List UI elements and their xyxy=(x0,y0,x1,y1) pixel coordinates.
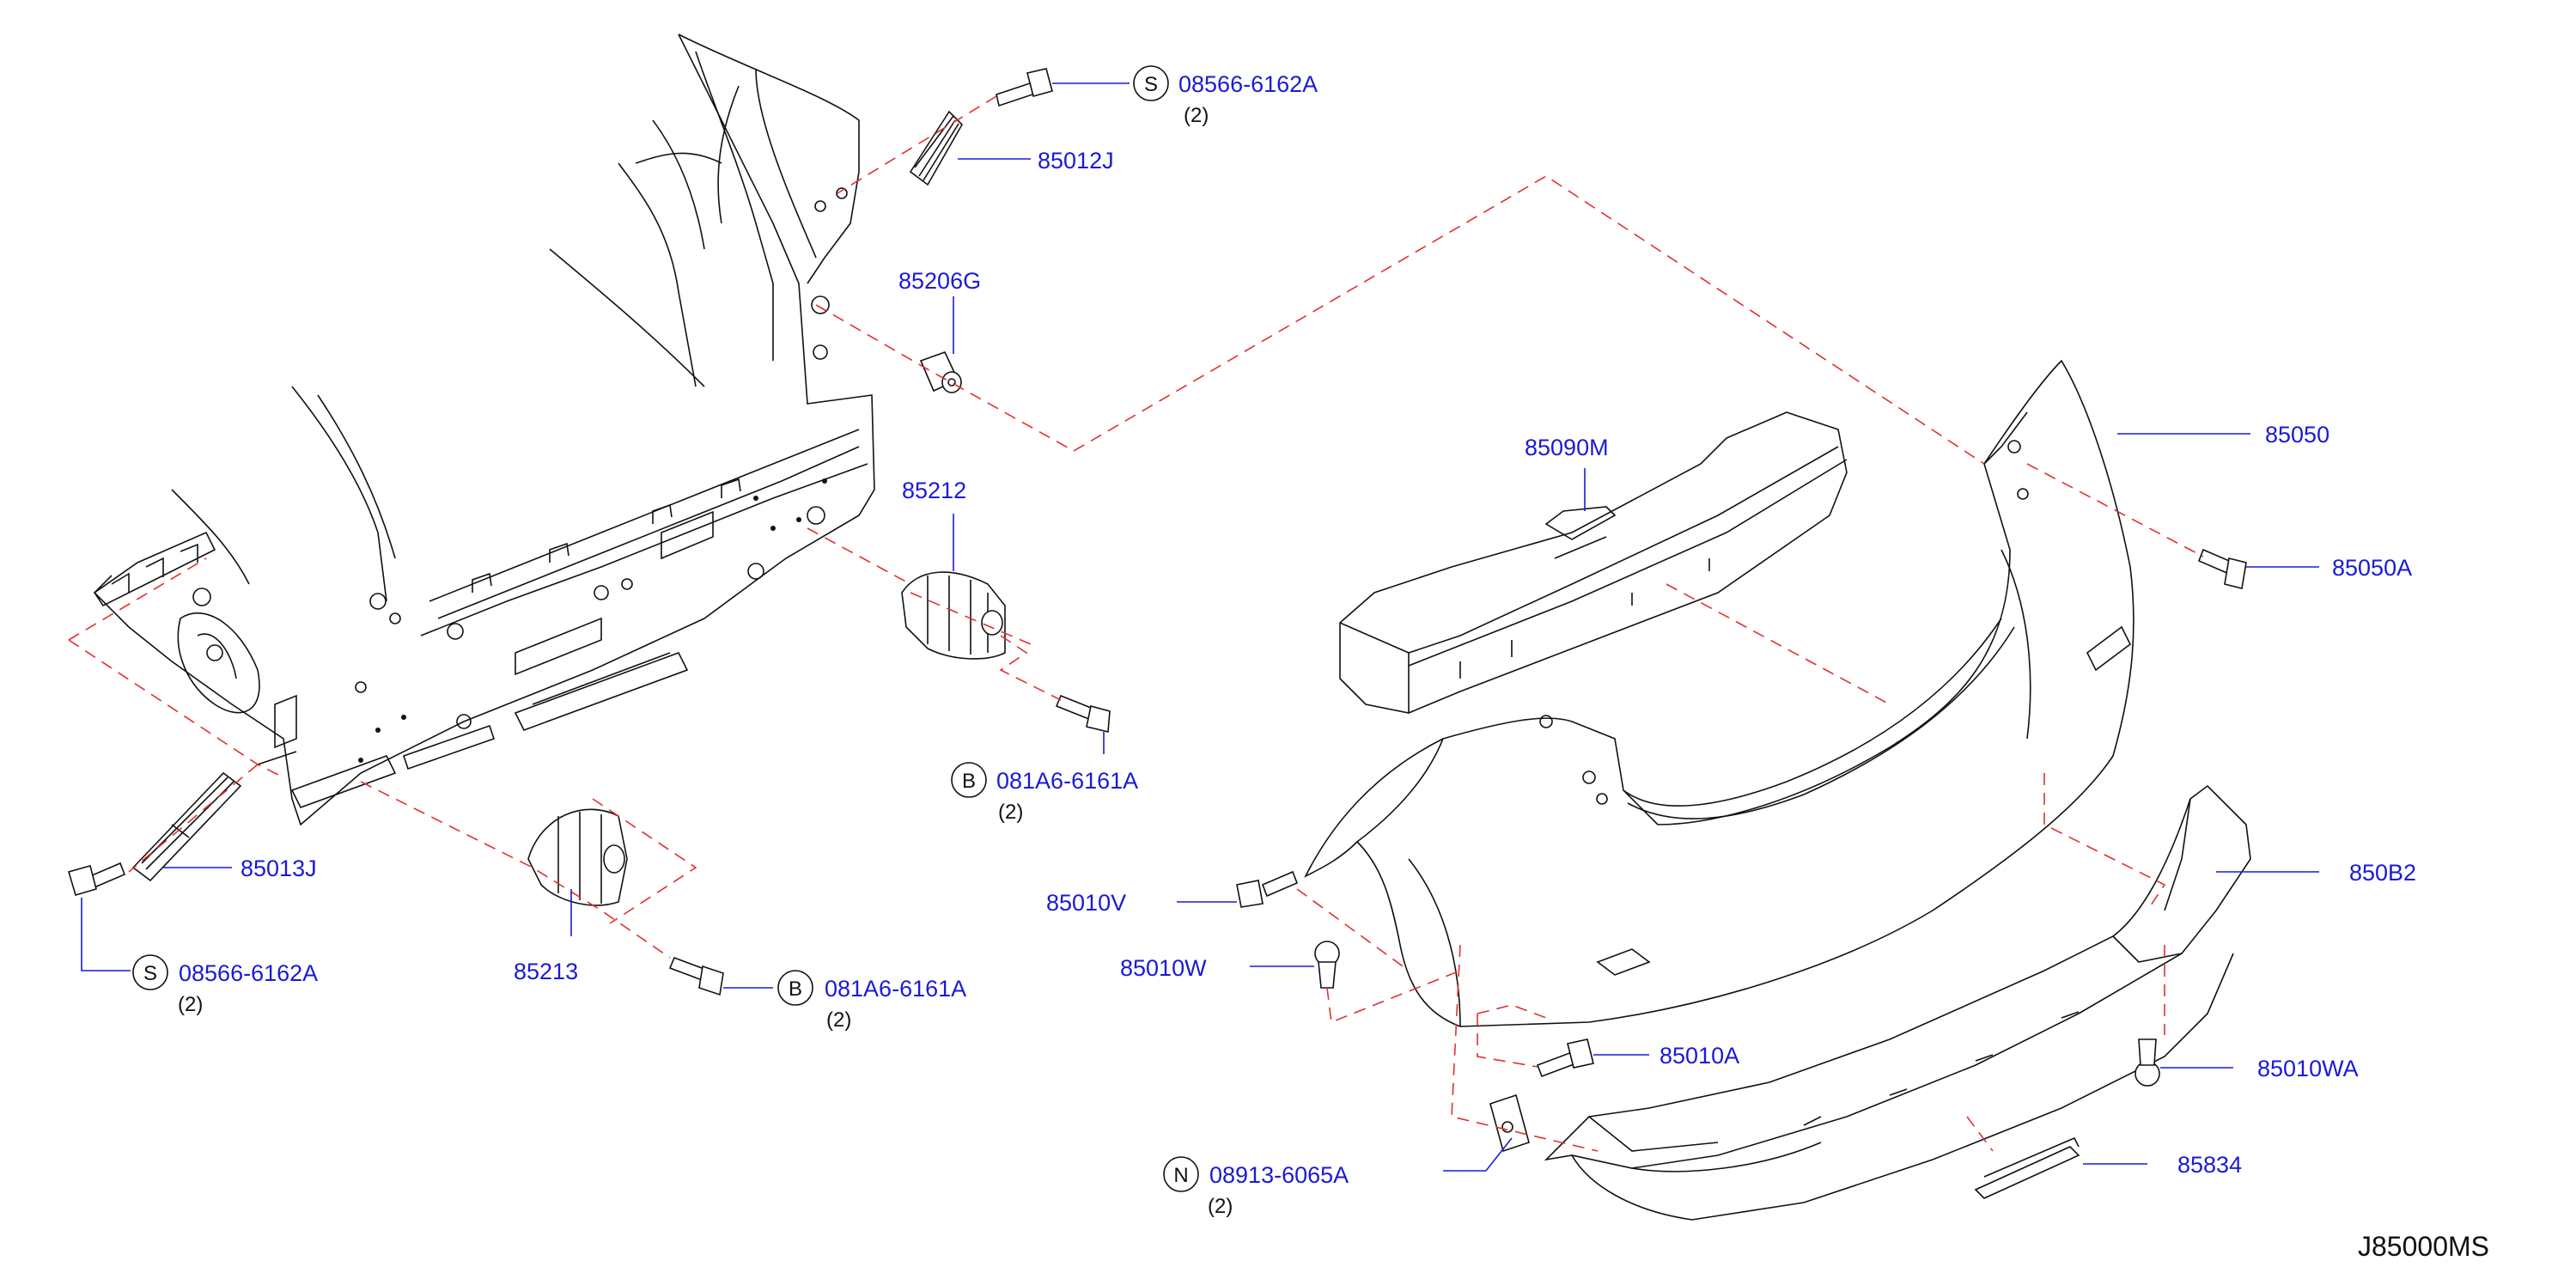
lower-panel-850B2-drawing xyxy=(1544,784,2251,1221)
label-85212[interactable]: 85212 xyxy=(902,478,966,503)
label-85090M[interactable]: 85090M xyxy=(1525,435,1609,460)
energy-absorber-85090M-drawing xyxy=(1339,411,1848,714)
label-s-lower-part[interactable]: 08566-6162A xyxy=(179,960,318,986)
bolt-b-upper-drawing xyxy=(1055,694,1111,733)
leader-lines xyxy=(81,82,2319,1172)
qty-b-upper: (2) xyxy=(998,801,1023,824)
label-n-part[interactable]: 08913-6065A xyxy=(1209,1162,1349,1188)
qty-s-lower: (2) xyxy=(178,993,203,1016)
label-85010V[interactable]: 85010V xyxy=(1046,890,1126,916)
assembly-dashed-lines xyxy=(68,95,2204,1152)
symbol-b-lower: B xyxy=(777,970,813,1006)
symbol-b-upper: B xyxy=(951,762,987,798)
label-85010W[interactable]: 85010W xyxy=(1120,955,1207,981)
label-85012J[interactable]: 85012J xyxy=(1038,148,1114,174)
symbol-b-lower-letter: B xyxy=(789,978,802,1001)
symbol-n-letter: N xyxy=(1173,1164,1188,1187)
symbol-s-top-letter: S xyxy=(1144,73,1158,96)
label-85050A[interactable]: 85050A xyxy=(2332,555,2412,581)
bumper-fasteners-drawing xyxy=(1236,548,2247,1153)
bracket-85213-drawing xyxy=(527,808,628,906)
symbol-s-top: S xyxy=(1133,65,1169,101)
screw-s-lower-drawing xyxy=(68,862,126,896)
label-85010WA[interactable]: 85010WA xyxy=(2257,1056,2359,1081)
nut-85206G-drawing xyxy=(919,351,962,393)
bumper-fascia-85050-drawing xyxy=(1304,359,2134,1027)
diagram-reference-code: J85000MS xyxy=(2358,1231,2489,1262)
label-85213[interactable]: 85213 xyxy=(514,959,578,984)
bolt-b-lower-drawing xyxy=(668,956,724,996)
symbol-s-lower: S xyxy=(132,954,168,990)
bracket-85012J-drawing xyxy=(909,110,963,186)
label-85013J[interactable]: 85013J xyxy=(241,856,317,881)
label-85050[interactable]: 85050 xyxy=(2265,422,2329,448)
label-85010A[interactable]: 85010A xyxy=(1659,1043,1739,1069)
label-85206G[interactable]: 85206G xyxy=(898,268,981,294)
qty-n: (2) xyxy=(1208,1195,1233,1218)
symbol-b-upper-letter: B xyxy=(962,770,976,793)
symbol-n: N xyxy=(1163,1156,1199,1192)
bracket-85013J-drawing xyxy=(131,771,242,882)
label-85834[interactable]: 85834 xyxy=(2177,1152,2242,1178)
body-rear-panel-drawing xyxy=(93,33,875,826)
bracket-85212-drawing xyxy=(901,571,1006,660)
trim-85834-drawing xyxy=(1974,1136,2080,1199)
label-s-top-part[interactable]: 08566-6162A xyxy=(1178,71,1318,97)
qty-b-lower: (2) xyxy=(826,1008,851,1032)
label-850B2[interactable]: 850B2 xyxy=(2349,860,2416,886)
label-b-lower-part[interactable]: 081A6-6161A xyxy=(825,976,966,1002)
screw-s-top-drawing xyxy=(996,68,1053,107)
label-b-upper-part[interactable]: 081A6-6161A xyxy=(996,768,1138,794)
symbol-s-lower-letter: S xyxy=(143,962,157,985)
qty-s-top: (2) xyxy=(1184,104,1209,127)
